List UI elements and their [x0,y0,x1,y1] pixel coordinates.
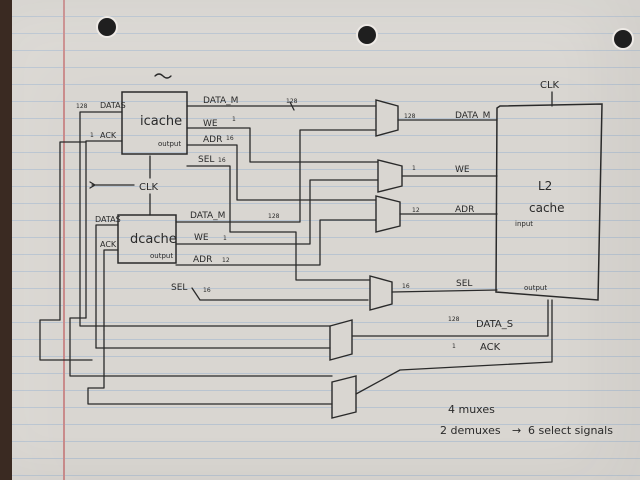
mux-we [377,159,403,193]
left-loop-wire [39,319,93,361]
dcache-label: dcache [130,232,177,247]
icache-ack-label: ACK [100,131,117,140]
mux-sel [369,275,393,311]
dcache-ack-wire [103,249,119,331]
l2-datas-wire [351,299,549,337]
l2-input-label: input [515,220,533,228]
i-data-m-width: 128 [286,98,298,105]
icache-datas-label: DATAS [100,101,126,110]
l2-output-label: output [524,284,547,292]
icache-output-label: output [158,140,181,148]
dcache-block [117,214,177,264]
l2-ack-label: ACK [480,342,501,353]
i-sel-width: 16 [218,157,226,164]
mux-adr [375,195,401,233]
note-select-signals: 6 select signals [528,424,613,437]
d-data-m-width: 128 [268,213,280,220]
i-we-label: WE [203,119,218,129]
i-data-m-label: DATA_M [203,96,238,106]
l2-adr-width: 12 [412,207,420,214]
i-sel-label: SEL [198,155,214,165]
d-sel-wire [191,287,369,301]
demux-data-s [329,319,353,361]
i-we-width: 1 [232,116,236,123]
i-adr-label: ADR [203,135,222,145]
icache-datas-wire [79,111,123,319]
i-sel-wire [186,165,371,281]
l2-cache-label: cache [529,201,565,215]
icache-block [121,91,188,155]
d-we-label: WE [194,233,209,243]
l2-sel-width: 16 [402,283,410,290]
l2-sel-label: SEL [456,279,472,289]
l2-datas-width: 128 [448,316,460,323]
punch-hole [358,26,376,44]
l2-ack-wire [355,299,553,395]
d-sel-label: SEL [171,283,187,293]
mux-data-m [375,99,399,137]
l2-ack-width: 1 [452,343,456,350]
note-arrow: → [512,424,521,437]
notebook-paper [12,0,640,480]
i-adr-width: 16 [226,135,234,142]
d-we-width: 1 [223,235,227,242]
d-we-wire [175,179,379,245]
d-sel-width: 16 [203,287,211,294]
l2-we-label: WE [455,165,470,175]
l2-label: L2 [538,179,552,193]
scribble-mark [154,73,172,79]
demux-ack-to-icache [69,317,333,377]
demux-ack [331,375,357,419]
demux-ack-to-dcache [87,329,333,405]
l2-cache-block [495,103,603,301]
note-demuxes: 2 demuxes [440,424,501,437]
note-muxes: 4 muxes [448,403,495,416]
l2-clk-label: CLK [540,80,560,91]
d-adr-label: ADR [193,255,212,265]
l2-data-m-width: 128 [404,113,416,120]
dcache-ack-label: ACK [100,240,117,249]
icache-ack-wire [85,140,123,319]
demux-datas-to-icache [79,317,331,327]
d-adr-wire [175,219,377,266]
l2-we-width: 1 [412,165,416,172]
l2-sel-wire [391,289,498,293]
i-we-wire [186,127,379,163]
icache-ack-branch [59,141,87,321]
l2-datas-label: DATA_S [476,319,513,330]
d-data-m-wire [175,129,377,223]
i-adr-wire [186,144,377,201]
l2-data-m-label: DATA_M [455,111,490,121]
bus-slash [289,101,295,111]
icache-ack-width: 1 [90,132,94,139]
clk-arrow [89,181,135,189]
l2-adr-label: ADR [455,205,474,215]
dcache-datas-label: DATAS [95,215,121,224]
d-data-m-label: DATA_M [190,211,225,221]
punch-hole [614,30,632,48]
dcache-datas-wire [95,224,119,349]
icache-datas-width: 128 [76,103,88,110]
dcache-output-label: output [150,252,173,260]
punch-hole [98,18,116,36]
clk-label: CLK [139,182,159,193]
icache-label: icache [140,114,182,129]
d-adr-width: 12 [222,257,230,264]
